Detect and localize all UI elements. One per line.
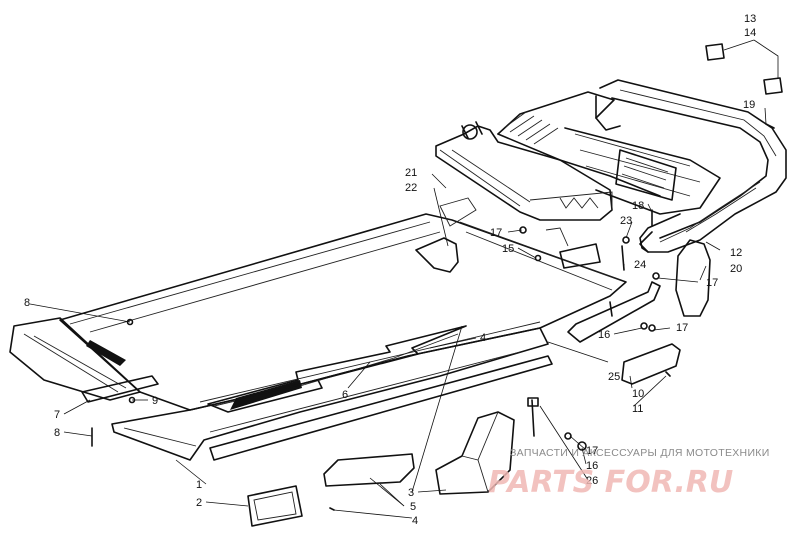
- upper-bracket: [435, 121, 613, 221]
- callout-17d: 17: [586, 445, 598, 457]
- reflector-plate: [247, 485, 303, 527]
- callout-21: 21: [405, 167, 417, 179]
- snowflap: [675, 239, 711, 317]
- callout-labels: 13 14 19 21 22 18 23 17 15 12 24 20 17 8…: [24, 13, 756, 527]
- callout-22: 22: [405, 182, 417, 194]
- leader-lines: [29, 39, 779, 519]
- callout-24: 24: [634, 259, 646, 271]
- callout-14: 14: [744, 27, 756, 39]
- drawing-lines: [9, 39, 787, 527]
- callout-17c: 17: [676, 322, 688, 334]
- reflector: [621, 343, 681, 385]
- slide-rod: [567, 281, 661, 343]
- callout-9: 9: [152, 395, 158, 407]
- callout-26: 26: [586, 475, 598, 487]
- callout-20: 20: [730, 263, 742, 275]
- small-bracket: [81, 375, 159, 403]
- callout-15: 15: [502, 243, 514, 255]
- callout-1: 1: [196, 479, 202, 491]
- callout-25: 25: [608, 371, 620, 383]
- callout-17a: 17: [490, 227, 502, 239]
- rear-bumper-assembly: [595, 79, 787, 253]
- callout-5: 5: [410, 501, 416, 513]
- callout-8a: 8: [24, 297, 30, 309]
- callout-11: 11: [632, 403, 643, 415]
- callout-13: 13: [744, 13, 756, 25]
- watermark: ЗАПЧАСТИ И АКСЕССУАРЫ ДЛЯ МОТОТЕХНИКИ PA…: [488, 447, 770, 500]
- callout-10: 10: [632, 388, 644, 400]
- side-rail: [209, 355, 553, 461]
- callout-8b: 8: [54, 427, 60, 439]
- watermark-caption: ЗАПЧАСТИ И АКСЕССУАРЫ ДЛЯ МОТОТЕХНИКИ: [510, 447, 770, 459]
- callout-16a: 16: [598, 329, 610, 341]
- watermark-logo: PARTS FOR.RU: [488, 465, 733, 500]
- callout-12: 12: [730, 247, 742, 259]
- front-tunnel: [9, 317, 141, 401]
- callout-4b: 4: [412, 515, 418, 527]
- mounting-bracket: [435, 411, 515, 495]
- callout-16b: 16: [586, 460, 598, 472]
- callout-18: 18: [632, 200, 644, 212]
- callout-7: 7: [54, 409, 60, 421]
- mudflap: [323, 453, 415, 487]
- callout-3: 3: [408, 487, 414, 499]
- callout-23: 23: [620, 215, 632, 227]
- decal-tags: [705, 43, 783, 95]
- callout-19: 19: [743, 99, 755, 111]
- callout-6: 6: [342, 389, 348, 401]
- lower-panel: [111, 327, 549, 461]
- callout-17b: 17: [706, 277, 718, 289]
- tunnel-extension: [497, 91, 721, 215]
- callout-4a: 4: [480, 332, 486, 344]
- callout-2: 2: [196, 497, 202, 509]
